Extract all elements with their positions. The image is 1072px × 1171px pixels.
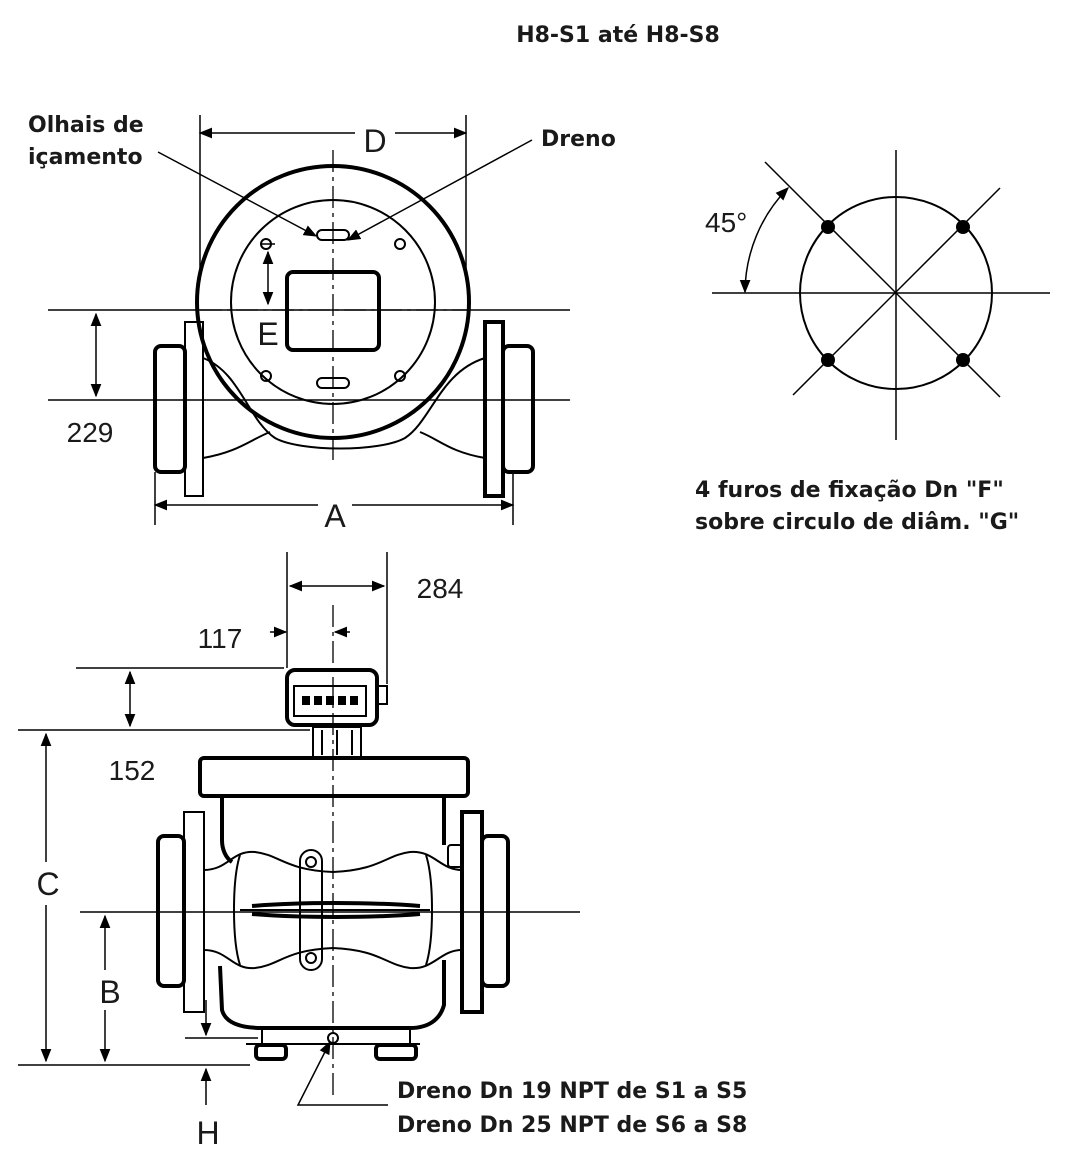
dim-A-label: A xyxy=(324,498,346,534)
lifting-eyes-label-line2: içamento xyxy=(28,145,143,170)
dim-D-label: D xyxy=(363,123,386,159)
left-flange xyxy=(153,321,204,497)
foot-left xyxy=(254,1043,288,1061)
side-view: 284 117 152 C B H Dreno Dn 19 NPT de S1 … xyxy=(18,552,747,1151)
bolt-circle-detail: 45° 4 furos de fixação Dn "F" sobre circ… xyxy=(695,150,1050,535)
dim-B-label: B xyxy=(99,974,120,1010)
bolt-hole xyxy=(821,220,835,234)
right-flange xyxy=(483,320,535,498)
dim-229-label: 229 xyxy=(67,417,114,448)
dim-C-label: C xyxy=(36,866,59,902)
bolt-hole xyxy=(956,353,970,367)
foot-right xyxy=(374,1043,418,1061)
drain-label: Dreno xyxy=(541,127,616,152)
top-cover xyxy=(198,756,470,798)
counter-digits xyxy=(302,696,358,705)
dim-152-label: 152 xyxy=(109,755,156,786)
bolt-caption-line2: sobre circulo de diâm. "G" xyxy=(695,510,1019,535)
bolt-hole xyxy=(956,220,970,234)
drain-note-line1: Dreno Dn 19 NPT de S1 a S5 xyxy=(397,1079,747,1104)
drain-note-line2: Dreno Dn 25 NPT de S6 a S8 xyxy=(397,1113,747,1138)
angle-label: 45° xyxy=(705,207,747,238)
dim-E-label: E xyxy=(257,316,278,352)
bolt-hole xyxy=(821,353,835,367)
dim-H-label: H xyxy=(196,1115,219,1151)
front-view: D E 229 A Olhais de içamento Dreno xyxy=(28,113,616,534)
dim-117-label: 117 xyxy=(198,623,243,654)
lifting-eyes-label-line1: Olhais de xyxy=(28,113,144,138)
bolt-caption-line1: 4 furos de fixação Dn "F" xyxy=(695,478,1004,503)
drawing-title: H8-S1 até H8-S8 xyxy=(516,23,720,48)
dim-284-label: 284 xyxy=(417,573,464,604)
